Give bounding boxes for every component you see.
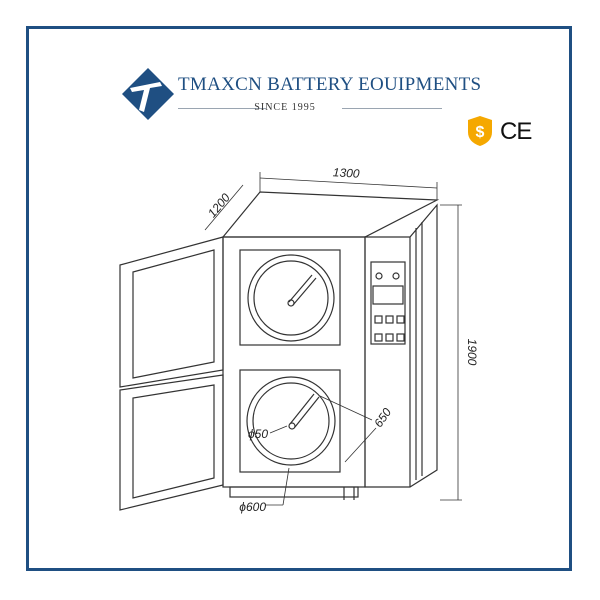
- brand-name: TMAXCN BATTERY EOUIPMENTS: [178, 74, 482, 95]
- dimension-height: 1900: [465, 339, 479, 366]
- display-screen: [372, 285, 404, 305]
- dimension-arm-length: 650: [371, 405, 394, 430]
- dimension-chamber-diameter: ϕ600: [239, 500, 266, 514]
- dollar-shield-icon: $: [468, 116, 492, 146]
- upper-chamber-frame: [239, 249, 341, 346]
- lower-chamber-frame: [239, 369, 341, 473]
- upper-chamber-circle: [247, 254, 335, 342]
- brand-since: SINCE 1995: [254, 102, 316, 113]
- tmaxcn-logo-icon: [122, 68, 174, 120]
- since-divider-left: [178, 108, 266, 109]
- since-divider-right: [342, 108, 442, 109]
- brand-header: TMAXCN BATTERY EOUIPMENTS SINCE 1995: [120, 66, 481, 136]
- upper-door: [119, 236, 224, 388]
- control-panel: [370, 261, 406, 345]
- certification-marks: $ CE: [466, 116, 546, 146]
- control-column: [364, 203, 438, 488]
- dimension-shaft-diameter: ϕ50: [248, 427, 268, 441]
- svg-text:$: $: [476, 124, 485, 141]
- lower-door: [119, 374, 224, 511]
- cabinet-body: [222, 236, 366, 488]
- lower-chamber-circle: [246, 376, 336, 466]
- cabinet-top: [221, 191, 440, 238]
- dimension-width: 1300: [333, 165, 361, 180]
- dimension-depth: 1200: [205, 190, 233, 220]
- cabinet-base: [229, 486, 359, 498]
- ce-mark: CE: [500, 118, 532, 145]
